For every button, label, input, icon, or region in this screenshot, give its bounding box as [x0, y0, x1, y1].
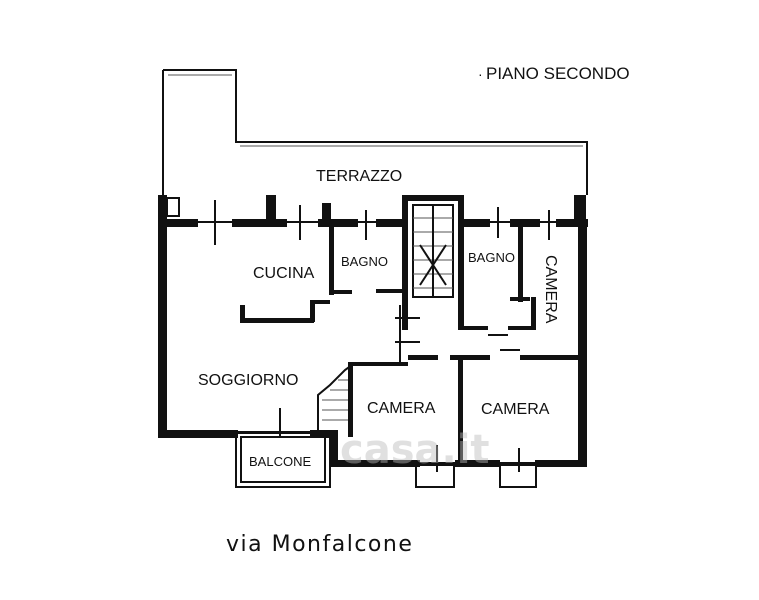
- room-label-terrazzo: TERRAZZO: [316, 168, 402, 185]
- room-label-bagno-left: BAGNO: [341, 254, 388, 269]
- room-label-cucina: CUCINA: [253, 265, 315, 282]
- terrace-outline: [162, 69, 588, 205]
- room-label-camera-vertical: CAMERA: [542, 255, 559, 324]
- room-label-soggiorno: SOGGIORNO: [198, 372, 298, 389]
- exterior-walls: [158, 195, 588, 467]
- room-label-camera-right: CAMERA: [481, 401, 550, 418]
- street-label: via Monfalcone: [226, 532, 414, 557]
- interior-walls: [235, 195, 580, 488]
- plan-title: PIANO SECONDO: [486, 64, 630, 83]
- title-dash: ·: [478, 66, 483, 82]
- watermark-logo: casa.it: [340, 427, 490, 473]
- room-label-camera-center: CAMERA: [367, 400, 436, 417]
- room-label-balcone: BALCONE: [249, 454, 311, 469]
- room-label-bagno-right: BAGNO: [468, 250, 515, 265]
